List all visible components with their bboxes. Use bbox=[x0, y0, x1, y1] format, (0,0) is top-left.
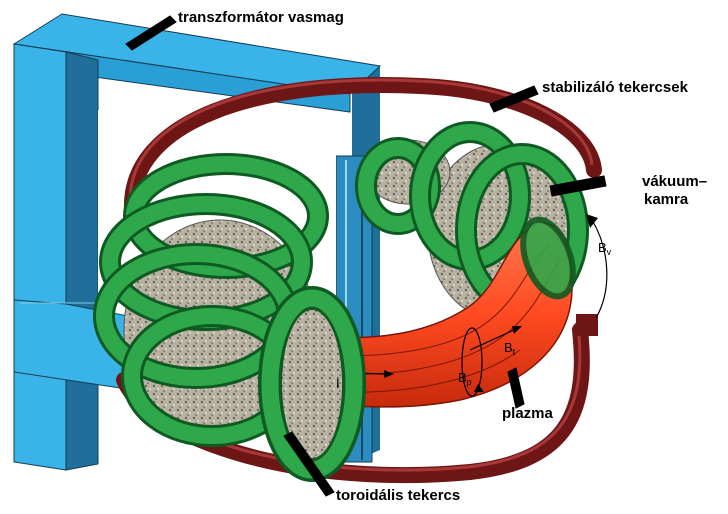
toroidal-coil-front bbox=[258, 286, 366, 482]
toroidal-field-arrow bbox=[469, 329, 515, 351]
poloidal-field-loop bbox=[461, 327, 483, 397]
leader-vac bbox=[549, 175, 607, 197]
symbol-plasma-current: I bbox=[336, 376, 340, 391]
label-toroidal-coil: toroidális tekercs bbox=[336, 487, 460, 504]
label-stabilizing-coils: stabilizáló tekercsek bbox=[542, 79, 689, 96]
plasma-torus bbox=[295, 216, 576, 408]
leader-stab bbox=[489, 85, 539, 113]
vertical-field-arc bbox=[591, 219, 608, 319]
leader-core bbox=[125, 15, 177, 51]
iron-core-left-limb bbox=[13, 43, 67, 471]
symbol-poloidal-field: Bp bbox=[458, 370, 472, 387]
labels: transzformátor vasmag stabilizáló tekerc… bbox=[178, 9, 707, 504]
leader-toroid bbox=[283, 431, 335, 497]
label-vacuum-chamber-line1: vákuum– bbox=[642, 173, 707, 190]
label-transformer-core: transzformátor vasmag bbox=[178, 9, 344, 26]
leader-lines bbox=[125, 15, 607, 497]
leader-plasma bbox=[507, 367, 525, 409]
stabilizing-coil-upper bbox=[123, 77, 602, 218]
label-plasma: plazma bbox=[502, 405, 554, 422]
symbol-toroidal-field: Bt bbox=[504, 340, 516, 357]
symbol-vertical-field: Bv bbox=[598, 240, 612, 257]
label-vacuum-chamber-line2: kamra bbox=[644, 191, 689, 208]
